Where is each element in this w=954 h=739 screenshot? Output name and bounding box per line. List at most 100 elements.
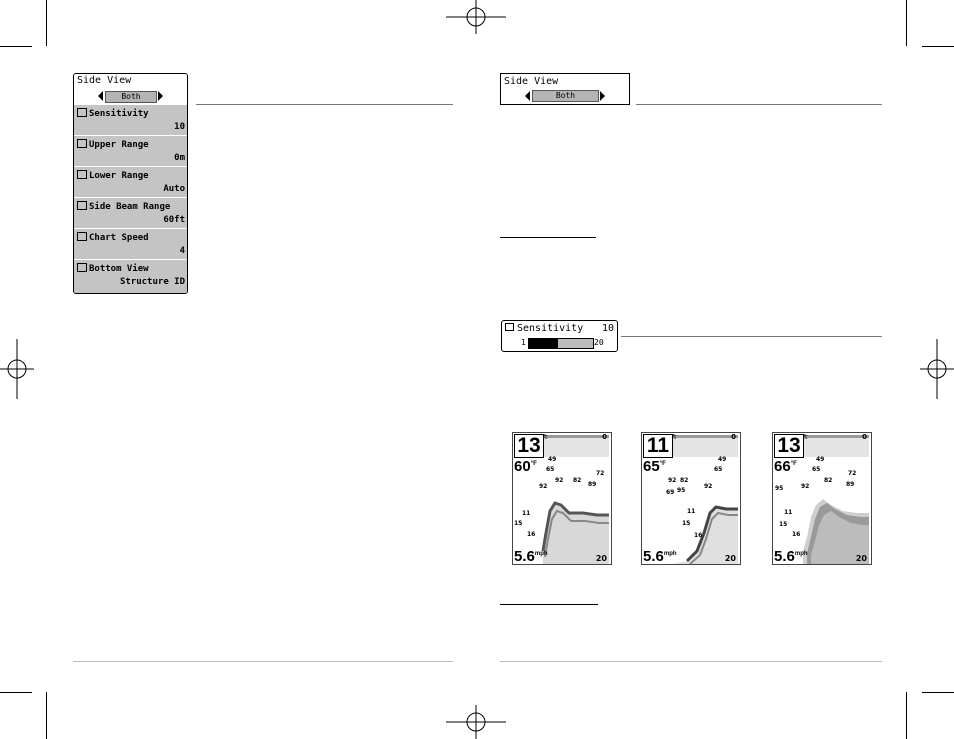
- fish-id-icon: 15: [682, 520, 691, 527]
- menu-item-upper-range[interactable]: Upper Range 0m: [74, 135, 187, 166]
- sensitivity-icon: [77, 108, 87, 117]
- crop-mark: [0, 692, 32, 693]
- menu-item-sensitivity[interactable]: Sensitivity 10: [74, 104, 187, 135]
- fish-id-icon: 49: [816, 456, 825, 463]
- depth-unit: ft: [672, 434, 677, 441]
- menu-item-label: Chart Speed: [89, 233, 149, 243]
- fish-id-icon: 16: [694, 532, 703, 539]
- depth-readout: 11: [643, 434, 673, 458]
- range-top: 0: [731, 433, 736, 441]
- sonar-image: [672, 435, 738, 564]
- menu-item-label: Upper Range: [89, 140, 149, 150]
- range-icon: [77, 139, 87, 148]
- fish-id-icon: 15: [779, 521, 788, 528]
- box-title: Side View: [504, 76, 559, 87]
- crop-mark: [922, 46, 954, 47]
- fish-id-icon: 95: [775, 485, 784, 492]
- note-rule: [500, 237, 596, 238]
- sensitivity-label: Sensitivity: [517, 323, 584, 334]
- speed-readout: 5.6mph: [514, 548, 548, 565]
- fish-id-icon: 65: [546, 466, 555, 473]
- menu-item-label: Lower Range: [89, 171, 149, 181]
- section-rule: [621, 336, 882, 337]
- menu-item-value: 0m: [174, 153, 185, 163]
- menu-header[interactable]: Side View Both: [74, 74, 187, 104]
- footer-rule: [73, 661, 453, 662]
- crop-mark: [46, 0, 47, 46]
- menu-item-bottom-view[interactable]: Bottom View Structure ID: [74, 259, 187, 293]
- temperature-readout: 60°F: [514, 458, 537, 475]
- fish-id-icon: 82: [680, 477, 689, 484]
- menu-item-value: 60ft: [163, 215, 185, 225]
- selected-value: Both: [532, 90, 599, 102]
- menu-item-label: Sensitivity: [89, 109, 149, 119]
- menu-item-value: 10: [174, 122, 185, 132]
- fish-id-icon: 65: [714, 466, 723, 473]
- fish-id-icon: 49: [718, 456, 727, 463]
- note-rule: [500, 604, 598, 605]
- sensitivity-slider-fill: [529, 339, 558, 348]
- menu-item-label: Side Beam Range: [89, 202, 171, 212]
- chart-speed-icon: [77, 232, 87, 241]
- menu-item-side-beam-range[interactable]: Side Beam Range 60ft: [74, 197, 187, 228]
- fish-id-icon: 82: [573, 477, 582, 484]
- depth-readout: 13: [514, 434, 544, 458]
- arrow-left-icon[interactable]: [98, 91, 103, 101]
- menu-item-value: Auto: [163, 184, 185, 194]
- menu-item-value: 4: [179, 246, 185, 256]
- selected-value: Both: [105, 91, 157, 103]
- fish-id-icon: 92: [555, 477, 564, 484]
- fish-id-icon: 82: [824, 477, 833, 484]
- side-view-menu: Side View Both Sensitivity 10 Upper Rang…: [73, 73, 188, 294]
- menu-item-value: Structure ID: [119, 277, 185, 287]
- menu-item-lower-range[interactable]: Lower Range Auto: [74, 166, 187, 197]
- fish-id-icon: 89: [846, 481, 855, 488]
- menu-item-chart-speed[interactable]: Chart Speed 4: [74, 228, 187, 259]
- speed-readout: 5.6mph: [643, 548, 677, 565]
- fish-id-icon: 92: [668, 477, 677, 484]
- crop-mark: [906, 692, 907, 739]
- side-view-box[interactable]: Side View Both: [500, 73, 630, 105]
- section-rule: [636, 104, 882, 105]
- range-bottom: 20: [724, 554, 736, 563]
- sonar-image: [803, 435, 869, 564]
- arrow-right-icon[interactable]: [158, 91, 163, 101]
- fish-id-icon: 92: [801, 483, 810, 490]
- range-top: 0: [602, 433, 607, 441]
- arrow-right-icon[interactable]: [600, 91, 605, 101]
- fish-id-icon: 95: [677, 487, 686, 494]
- crop-mark: [906, 0, 907, 46]
- range-icon: [77, 201, 87, 210]
- sensitivity-icon: [505, 323, 514, 331]
- fish-id-icon: 72: [596, 470, 605, 477]
- fish-id-icon: 65: [812, 466, 821, 473]
- range-icon: [77, 170, 87, 179]
- fish-id-icon: 92: [704, 483, 713, 490]
- sonar-screen-1: 13 ft 0 60°F 5.6mph 20 49 65 72 92 82 89…: [512, 432, 612, 565]
- menu-item-label: Bottom View: [89, 264, 149, 274]
- fish-id-icon: 69: [666, 489, 675, 496]
- fish-id-icon: 15: [514, 520, 523, 527]
- depth-readout: 13: [774, 434, 804, 458]
- fish-id-icon: 16: [527, 531, 536, 538]
- sonar-screen-2: 11 ft 0 65°F 5.6mph 20 49 65 92 82 69 95…: [641, 432, 741, 565]
- sensitivity-value: 10: [601, 323, 614, 334]
- bottom-view-icon: [77, 263, 87, 272]
- footer-rule: [500, 661, 882, 662]
- range-bottom: 20: [855, 554, 867, 563]
- crop-mark: [46, 692, 47, 739]
- sonar-image: [541, 435, 609, 564]
- fish-id-icon: 92: [539, 483, 548, 490]
- fish-id-icon: 49: [548, 456, 557, 463]
- depth-unit: ft: [803, 434, 808, 441]
- temperature-readout: 66°F: [774, 458, 797, 475]
- fish-id-icon: 11: [687, 508, 696, 515]
- arrow-left-icon[interactable]: [525, 91, 530, 101]
- sensitivity-box[interactable]: Sensitivity 10 1 20: [501, 320, 618, 352]
- sensitivity-max: 20: [594, 338, 604, 347]
- sonar-screen-3: 13 ft 0 66°F 5.6mph 20 49 65 72 95 92 82…: [772, 432, 872, 565]
- sensitivity-title: Sensitivity: [505, 323, 583, 334]
- depth-unit: ft: [543, 434, 548, 441]
- sensitivity-slider[interactable]: [528, 338, 594, 349]
